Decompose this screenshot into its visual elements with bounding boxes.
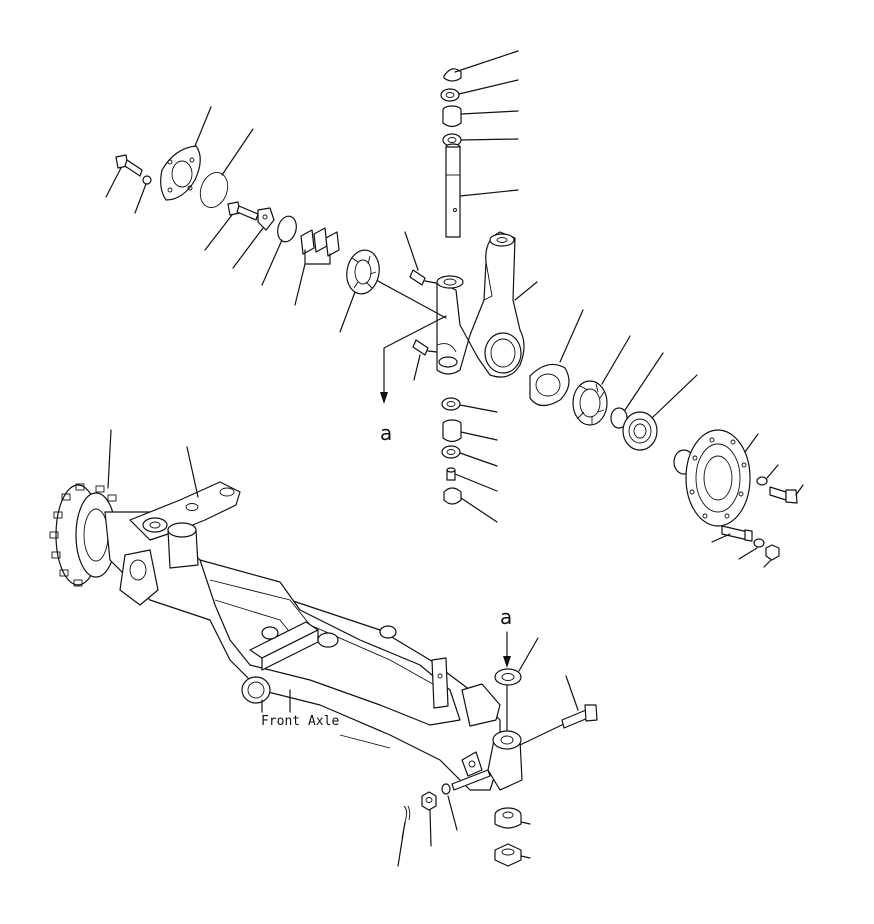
stud-washer: [738, 538, 765, 560]
lower-cap: [443, 487, 498, 523]
view-marker-a-top-label: a: [380, 421, 392, 445]
view-marker-a-bottom: a: [500, 605, 512, 668]
shim-pack: [294, 227, 340, 306]
hub-washer: [756, 464, 779, 486]
lower-plug: [446, 467, 498, 492]
upper-shim: [442, 133, 519, 147]
pivot-bracket: [487, 721, 569, 791]
steering-knuckle: [436, 231, 538, 378]
wheel-hub: [673, 429, 759, 527]
wheel-stud: [711, 525, 753, 543]
axle-housing: Front Axle: [49, 429, 501, 791]
upper-cap: [443, 50, 519, 82]
upper-bushing: [442, 105, 519, 128]
bracket-bolt: [204, 201, 259, 251]
split-pin: [397, 805, 411, 867]
thrust-disc: [261, 215, 297, 286]
oil-seal: [529, 309, 584, 407]
axle-hub-flange: [49, 429, 117, 587]
outer-bearing: [622, 374, 698, 451]
pivot-bolt: [561, 675, 598, 729]
lower-washer: [441, 445, 498, 467]
pivot-washer: [494, 637, 539, 731]
view-marker-a-bottom-label: a: [500, 605, 512, 629]
grease-fitting-upper: [404, 231, 437, 286]
tie-nut: [421, 791, 437, 847]
king-pin-stack-upper: [440, 50, 519, 238]
front-axle-label: Front Axle: [261, 714, 339, 729]
lower-shim: [441, 397, 498, 413]
lower-bushing: [442, 419, 498, 443]
tie-bolt: [441, 769, 491, 831]
king-pin: [445, 143, 519, 238]
cover-plate: [160, 106, 212, 201]
hub-bolt: [769, 484, 804, 504]
stud-nut: [763, 544, 780, 568]
o-ring: [199, 128, 254, 208]
side-bearing: [339, 249, 447, 333]
bottom-bushing: [494, 807, 531, 829]
lock-plate: [232, 207, 275, 269]
upper-washer: [440, 79, 519, 102]
cover-washer: [134, 175, 152, 214]
cover-bolt: [105, 154, 143, 198]
view-marker-a-top: a: [380, 315, 447, 445]
grease-fitting-lower: [412, 339, 438, 381]
king-pin-stack-lower: [441, 397, 498, 523]
inner-bearing: [572, 335, 631, 426]
bottom-nut: [494, 843, 531, 867]
